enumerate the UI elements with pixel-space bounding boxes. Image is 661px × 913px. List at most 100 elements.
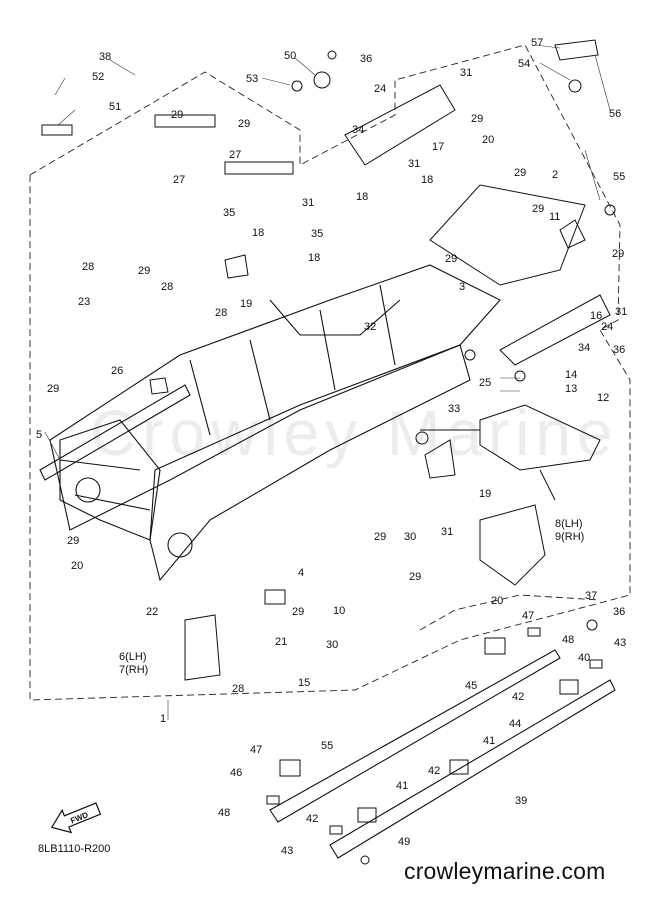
callout-29-m: 29: [409, 571, 421, 583]
callout-43-b: 43: [281, 845, 293, 857]
callout-9-rh: 9(RH): [555, 531, 584, 543]
callout-34-a: 34: [352, 124, 364, 136]
callout-45: 45: [465, 680, 477, 692]
callout-55-a: 55: [613, 171, 625, 183]
callout-19-a: 19: [240, 298, 252, 310]
callout-47-b: 47: [250, 744, 262, 756]
callout-57: 57: [531, 37, 543, 49]
callout-17: 17: [432, 141, 444, 153]
callout-29-h: 29: [138, 265, 150, 277]
callout-50: 50: [284, 50, 296, 62]
callout-18-c: 18: [252, 227, 264, 239]
callout-51: 51: [109, 101, 121, 113]
watermark: Crowley Marine: [90, 397, 619, 469]
callout-49: 49: [398, 836, 410, 848]
callout-37: 37: [585, 590, 597, 602]
callout-47-a: 47: [522, 610, 534, 622]
callout-29-f: 29: [445, 253, 457, 265]
callout-21: 21: [275, 636, 287, 648]
callout-41-b: 41: [396, 780, 408, 792]
callout-15: 15: [298, 677, 310, 689]
callout-48-b: 48: [218, 807, 230, 819]
callout-18-d: 18: [308, 252, 320, 264]
hardware: [41, 39, 616, 631]
fwd-arrow-icon: FWD: [50, 802, 102, 834]
callout-29-a: 29: [171, 109, 183, 121]
tunnel-frame: [49, 264, 501, 582]
callout-18-b: 18: [421, 174, 433, 186]
callout-36-c: 36: [613, 606, 625, 618]
callout-27-a: 27: [173, 174, 185, 186]
callout-29-b: 29: [238, 118, 250, 130]
callout-28-b: 28: [161, 281, 173, 293]
callout-29-g: 29: [612, 248, 624, 260]
callout-31-d: 31: [615, 306, 627, 318]
callout-38: 38: [99, 51, 111, 63]
callout-29-e: 29: [532, 203, 544, 215]
callout-28-c: 28: [215, 307, 227, 319]
assembly-boundary: [29, 44, 631, 701]
callout-52: 52: [92, 71, 104, 83]
leader-lines: [44, 44, 611, 720]
callout-42-a: 42: [512, 691, 524, 703]
callout-41-a: 41: [483, 735, 495, 747]
callout-labels: 1 2 3 4 5 6(LH) 7(RH) 8(LH) 9(RH) 10 11 …: [36, 37, 627, 857]
callout-20-a: 20: [482, 134, 494, 146]
callout-53: 53: [246, 73, 258, 85]
callout-11: 11: [549, 211, 560, 223]
callout-22: 22: [146, 606, 158, 618]
callout-39: 39: [515, 795, 527, 807]
drawing-code: 8LB1110-R200: [38, 843, 111, 855]
callout-20-c: 20: [491, 595, 503, 607]
callout-29-l: 29: [292, 606, 304, 618]
callout-48-a: 48: [562, 634, 574, 646]
callout-33: 33: [448, 403, 460, 415]
callout-18-a: 18: [356, 191, 368, 203]
callout-28-a: 28: [82, 261, 94, 273]
callout-27-b: 27: [229, 149, 241, 161]
callout-31-b: 31: [408, 158, 420, 170]
rail-blocks: [266, 627, 603, 865]
callout-56: 56: [609, 108, 621, 120]
callout-5: 5: [36, 429, 42, 441]
callout-19-b: 19: [479, 488, 491, 500]
callout-25: 25: [479, 377, 491, 389]
callout-12: 12: [597, 392, 609, 404]
callout-14: 14: [565, 369, 577, 381]
callout-26: 26: [111, 365, 123, 377]
callout-36-b: 36: [613, 344, 625, 356]
callout-24-a: 24: [374, 83, 386, 95]
callout-16: 16: [590, 310, 602, 322]
callout-31-e: 31: [441, 526, 453, 538]
slide-rails: [39, 384, 616, 859]
muffler: [415, 404, 601, 501]
callout-2: 2: [552, 169, 558, 181]
callout-20-b: 20: [71, 560, 83, 572]
callout-54: 54: [518, 58, 530, 70]
callout-7-rh: 7(RH): [119, 664, 148, 676]
callout-1: 1: [160, 713, 166, 725]
callout-40: 40: [578, 652, 590, 664]
callout-46: 46: [230, 767, 242, 779]
callout-36-a: 36: [360, 53, 372, 65]
callout-28-d: 28: [232, 683, 244, 695]
callout-43-a: 43: [614, 637, 626, 649]
callout-30-b: 30: [326, 639, 338, 651]
callout-35-a: 35: [223, 207, 235, 219]
site-url: crowleymarine.com: [404, 858, 606, 884]
callout-29-k: 29: [374, 531, 386, 543]
callout-34-b: 34: [578, 342, 590, 354]
callout-10: 10: [333, 605, 345, 617]
callout-32: 32: [364, 321, 376, 333]
callout-42-c: 42: [306, 813, 318, 825]
callout-44: 44: [509, 718, 521, 730]
callout-42-b: 42: [428, 765, 440, 777]
callout-24-b: 24: [601, 321, 613, 333]
callout-6-lh: 6(LH): [119, 651, 147, 663]
callout-3: 3: [459, 281, 465, 293]
callout-29-c: 29: [471, 113, 483, 125]
callout-23: 23: [78, 296, 90, 308]
callout-31-a: 31: [460, 67, 472, 79]
